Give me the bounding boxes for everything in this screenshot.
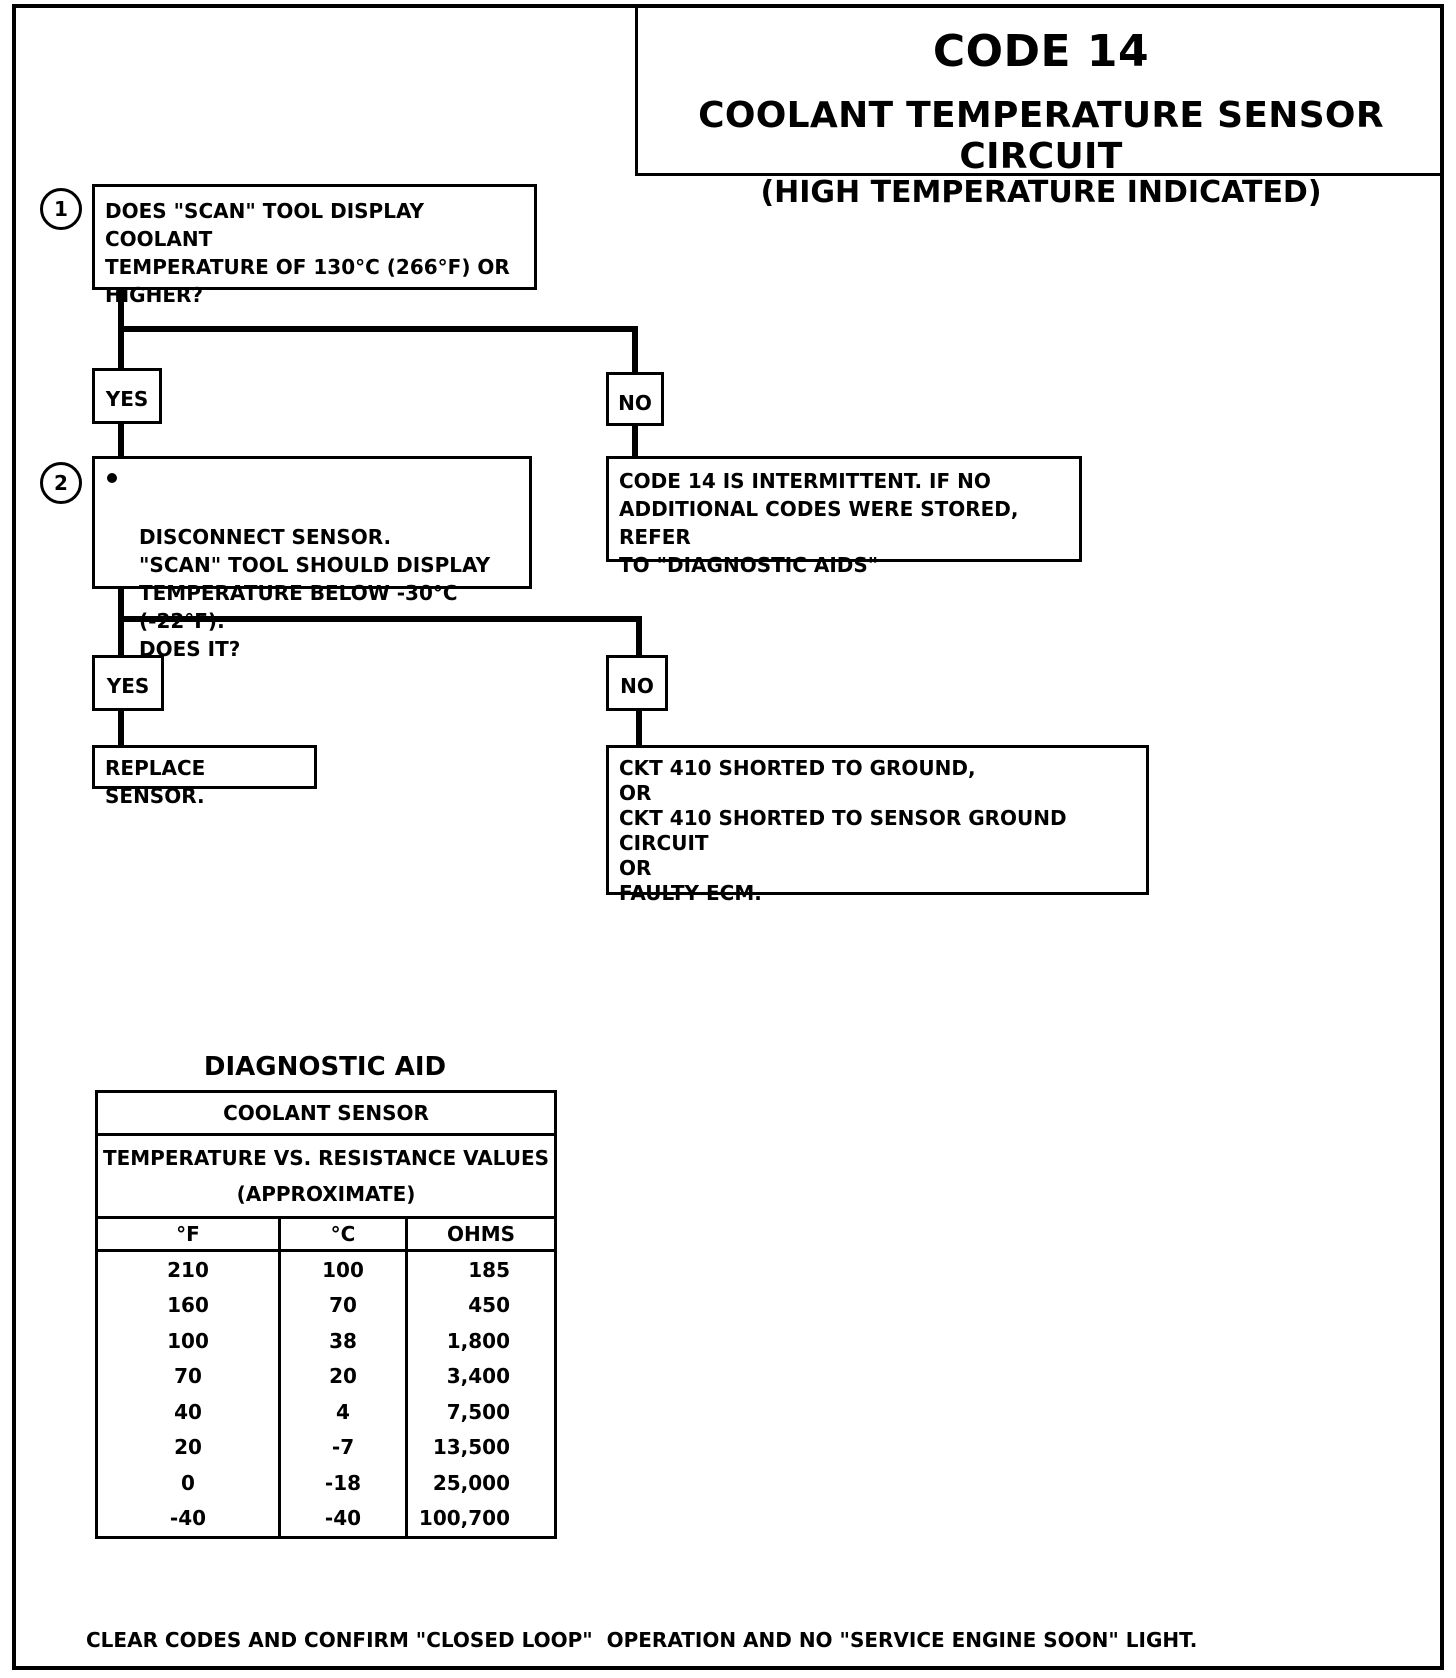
cell-celsius: 4 [278,1394,408,1430]
connector [636,711,642,747]
step-1-question: DOES "SCAN" TOOL DISPLAY COOLANT TEMPERA… [92,184,537,307]
table-subtitle: TEMPERATURE VS. RESISTANCE VALUES (APPRO… [95,1133,557,1219]
table-row: 160 70 450 [95,1287,557,1323]
step-1-yes-label: YES [92,368,162,424]
cell-celsius: -7 [278,1429,408,1465]
connector [118,616,642,622]
cell-celsius: -18 [278,1465,408,1501]
connector [118,589,124,657]
cell-fahrenheit: 210 [95,1250,281,1288]
table-subtitle-line: TEMPERATURE VS. RESISTANCE VALUES [102,1146,550,1170]
cell-fahrenheit: 100 [95,1323,281,1359]
cell-ohms: 185 [405,1250,557,1288]
step-1-no-label: NO [606,372,664,426]
table-row: 100 38 1,800 [95,1323,557,1359]
connector [118,711,124,747]
title-block: CODE 14 COOLANT TEMPERATURE SENSOR CIRCU… [635,4,1444,210]
step-2-no-label: NO [606,655,668,711]
connector [118,424,124,456]
step-2-yes-label: YES [92,655,164,711]
table-row: 70 20 3,400 [95,1358,557,1394]
column-header-ohms: OHMS [405,1216,557,1252]
cell-fahrenheit: 160 [95,1287,281,1323]
table-title: COOLANT SENSOR [95,1090,557,1136]
column-header-fahrenheit: °F [95,1216,281,1252]
cell-ohms: 7,500 [405,1394,557,1430]
step-2-instruction: DISCONNECT SENSOR. "SCAN" TOOL SHOULD DI… [92,456,532,661]
table-row: 20 -7 13,500 [95,1429,557,1465]
resistance-table: COOLANT SENSOR TEMPERATURE VS. RESISTANC… [95,1090,557,1539]
cell-celsius: -40 [278,1500,408,1539]
column-header-celsius: °C [278,1216,408,1252]
diagnostic-aid-title: DIAGNOSTIC AID [203,1052,447,1082]
connector [118,326,638,332]
step-2-number: 2 [40,462,82,504]
cell-ohms: 1,800 [405,1323,557,1359]
cell-fahrenheit: 20 [95,1429,281,1465]
page-frame [12,4,1444,1670]
footer-instruction: CLEAR CODES AND CONFIRM "CLOSED LOOP" OP… [86,1628,1198,1652]
step-2-text: DISCONNECT SENSOR. "SCAN" TOOL SHOULD DI… [139,525,491,661]
cell-celsius: 38 [278,1323,408,1359]
connector [632,426,638,456]
circuit-subtitle: (HIGH TEMPERATURE INDICATED) [760,175,1322,210]
cell-ohms: 13,500 [405,1429,557,1465]
cell-ohms: 450 [405,1287,557,1323]
circuit-title: COOLANT TEMPERATURE SENSOR CIRCUIT [698,95,1384,177]
table-row: 0 -18 25,000 [95,1465,557,1501]
table-row: 210 100 185 [95,1250,557,1288]
cell-fahrenheit: -40 [95,1500,281,1539]
table-row: 40 4 7,500 [95,1394,557,1430]
code-title: CODE 14 [932,26,1150,77]
connector [632,326,638,372]
cell-ohms: 3,400 [405,1358,557,1394]
cell-ohms: 25,000 [405,1465,557,1501]
cell-celsius: 70 [278,1287,408,1323]
cell-fahrenheit: 40 [95,1394,281,1430]
table-note: (APPROXIMATE) [236,1182,416,1206]
cell-ohms: 100,700 [405,1500,557,1539]
cell-fahrenheit: 0 [95,1465,281,1501]
cell-fahrenheit: 70 [95,1358,281,1394]
intermittent-result: CODE 14 IS INTERMITTENT. IF NO ADDITIONA… [606,456,1082,577]
step-1-number: 1 [40,188,82,230]
shorted-circuit-result: CKT 410 SHORTED TO GROUND, OR CKT 410 SH… [606,745,1149,905]
table-row: -40 -40 100,700 [95,1500,557,1539]
replace-sensor-result: REPLACE SENSOR. [92,745,317,808]
bullet-icon [107,473,117,483]
cell-celsius: 20 [278,1358,408,1394]
connector [636,616,642,658]
cell-celsius: 100 [278,1250,408,1288]
